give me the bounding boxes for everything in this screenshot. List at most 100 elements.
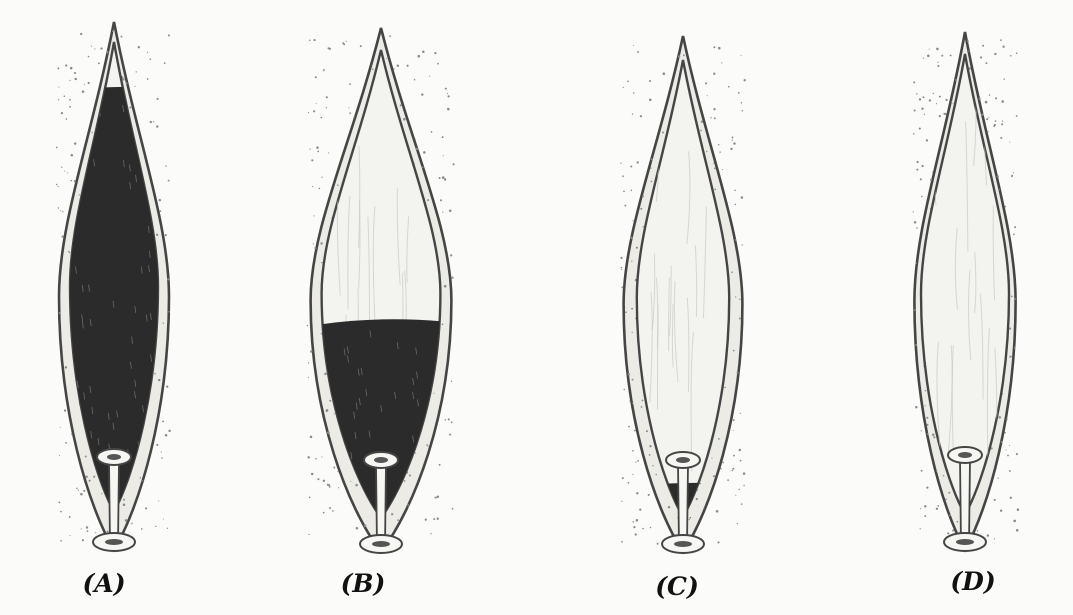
- wall-speckle: [622, 175, 624, 177]
- wall-speckle: [422, 51, 425, 54]
- wall-speckle: [719, 151, 720, 152]
- wall-speckle: [742, 244, 743, 245]
- wall-speckle: [967, 40, 969, 42]
- wall-speckle: [1007, 455, 1009, 457]
- wall-speckle: [1011, 175, 1013, 177]
- wall-speckle: [700, 130, 702, 132]
- wall-speckle: [334, 413, 335, 414]
- wall-speckle: [957, 521, 959, 523]
- wall-speckle: [649, 80, 651, 82]
- wall-speckle: [161, 451, 162, 452]
- wall-speckle: [713, 163, 714, 164]
- wall-speckle: [453, 163, 455, 165]
- wall-speckle: [631, 261, 632, 262]
- wall-speckle: [165, 165, 166, 166]
- wall-speckle: [58, 99, 59, 100]
- wall-speckle: [1002, 120, 1003, 121]
- wall-speckle: [636, 492, 638, 494]
- wall-speckle: [125, 519, 128, 522]
- wall-speckle: [987, 534, 989, 536]
- wall-speckle: [160, 210, 162, 212]
- wall-speckle: [985, 101, 988, 104]
- wall-speckle: [421, 166, 423, 168]
- wall-speckle: [451, 421, 453, 423]
- wall-speckle: [994, 53, 996, 55]
- wall-speckle: [61, 112, 63, 114]
- wall-speckle: [922, 96, 924, 98]
- catheter-inner-hole: [676, 457, 690, 463]
- wall-speckle: [924, 515, 926, 517]
- wall-speckle: [741, 196, 744, 199]
- wall-speckle: [947, 532, 949, 534]
- wall-speckle: [1016, 52, 1018, 54]
- wall-speckle: [696, 498, 698, 500]
- wall-speckle: [732, 136, 734, 138]
- wall-speckle: [977, 530, 979, 532]
- wall-speckle: [448, 418, 450, 420]
- wall-speckle: [320, 117, 322, 119]
- wall-speckle: [310, 350, 313, 353]
- wall-speckle: [71, 180, 73, 182]
- wall-speckle: [150, 121, 152, 123]
- wall-speckle: [311, 473, 313, 475]
- wall-speckle: [84, 84, 85, 85]
- wall-speckle: [932, 433, 935, 436]
- wall-speckle: [639, 508, 641, 510]
- wall-speckle: [1009, 141, 1010, 142]
- wall-speckle: [165, 434, 168, 437]
- wall-speckle: [1016, 453, 1018, 455]
- wall-speckle: [155, 526, 156, 527]
- catheter-stem: [678, 464, 688, 546]
- wall-speckle: [70, 535, 71, 536]
- wall-speckle: [949, 514, 951, 516]
- wall-speckle: [1009, 328, 1011, 330]
- wall-speckle: [316, 146, 319, 149]
- wall-speckle: [158, 379, 160, 381]
- wall-speckle: [71, 154, 74, 157]
- wall-speckle: [329, 48, 331, 50]
- wall-speckle: [722, 462, 724, 464]
- wall-speckle: [126, 82, 128, 84]
- wall-speckle: [314, 247, 316, 249]
- wall-speckle: [1014, 226, 1016, 228]
- wall-speckle: [736, 372, 738, 374]
- wall-speckle: [968, 51, 969, 52]
- wall-speckle: [62, 356, 63, 357]
- wall-speckle: [643, 226, 644, 227]
- wall-speckle: [321, 177, 322, 178]
- wall-speckle: [994, 538, 995, 539]
- wall-speckle: [121, 36, 123, 38]
- wall-speckle: [168, 311, 170, 313]
- wall-speckle: [58, 87, 59, 88]
- wall-speckle: [326, 96, 328, 98]
- wall-speckle: [435, 497, 437, 499]
- wall-speckle: [386, 58, 387, 59]
- wall-speckle: [449, 209, 452, 212]
- wall-speckle: [637, 460, 639, 462]
- diagram-panel-d: (D): [913, 32, 1020, 596]
- wall-speckle: [70, 67, 73, 70]
- wall-speckle: [433, 393, 434, 394]
- wall-speckle: [678, 55, 680, 57]
- wall-speckle: [167, 528, 168, 529]
- wall-speckle: [640, 208, 642, 210]
- wall-speckle: [157, 98, 159, 100]
- wall-speckle: [311, 159, 313, 161]
- wall-speckle: [407, 65, 409, 67]
- wall-speckle: [1013, 172, 1014, 173]
- wall-speckle: [986, 118, 988, 120]
- wall-speckle: [632, 332, 633, 333]
- wall-speckle: [741, 503, 743, 505]
- wall-speckle: [71, 434, 72, 435]
- wall-speckle: [1004, 432, 1006, 434]
- wall-speckle: [919, 128, 921, 130]
- wall-speckle: [922, 165, 924, 167]
- wall-speckle: [999, 416, 1002, 419]
- wall-speckle: [309, 39, 311, 41]
- wall-speckle: [631, 189, 632, 190]
- wall-speckle: [945, 99, 947, 101]
- wall-speckle: [950, 54, 952, 56]
- catheter-inner-hole: [958, 452, 972, 458]
- catheter-outer-hole: [105, 539, 123, 545]
- wall-speckle: [632, 113, 633, 114]
